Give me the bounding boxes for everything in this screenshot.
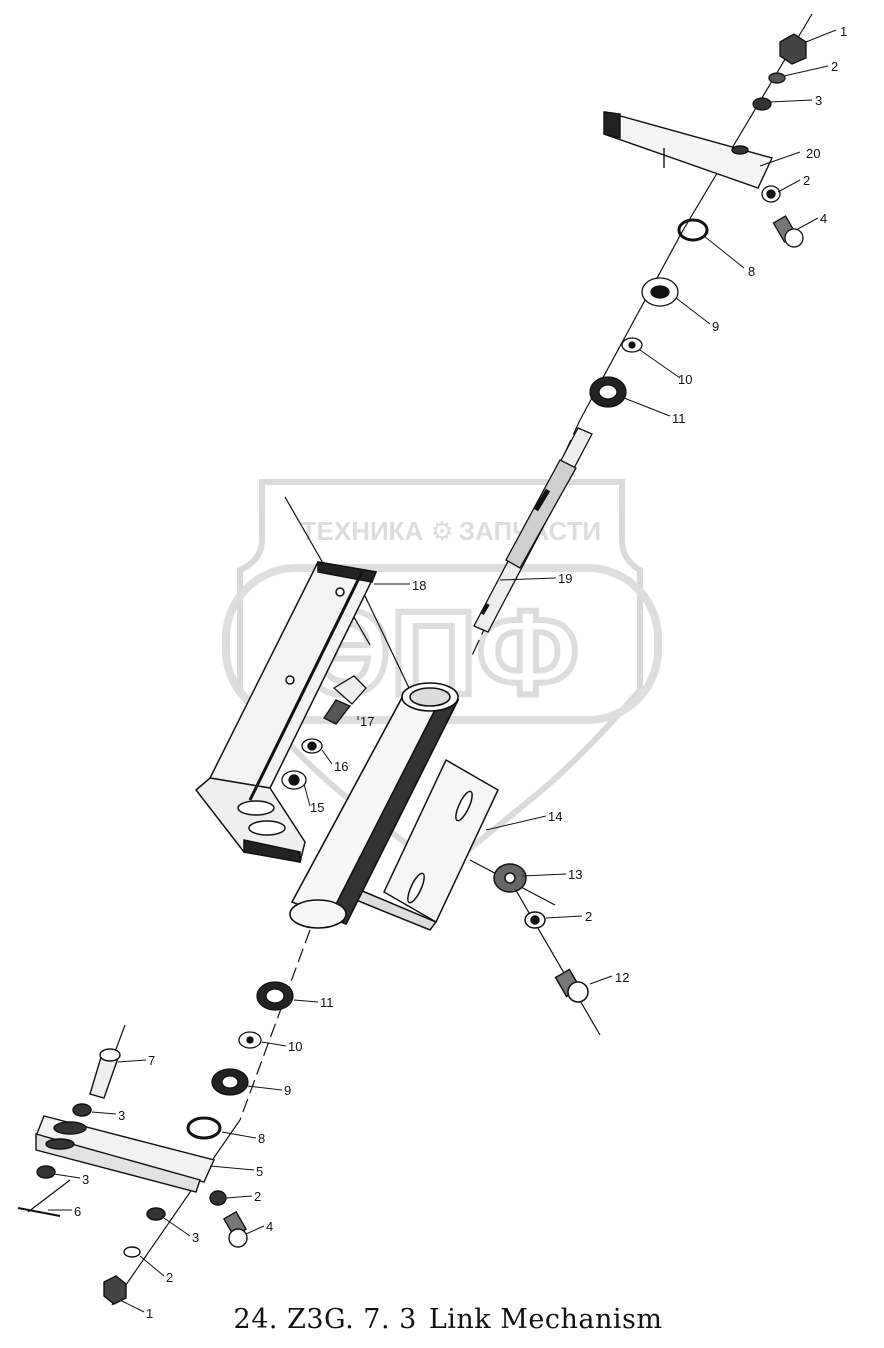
callout-12: 12	[615, 970, 629, 985]
callout-9-lower: 9	[284, 1083, 291, 1098]
callout-6: 6	[74, 1204, 81, 1219]
shaft	[473, 427, 593, 633]
upper-lever	[603, 111, 773, 189]
figure-caption: 24. Z3G. 7. 3 Link Mechanism	[0, 1304, 884, 1335]
callout-16: 16	[334, 759, 348, 774]
callout-4-upper: 4	[820, 211, 827, 226]
bracket-bolt	[281, 675, 367, 790]
lower-lever	[17, 1048, 248, 1305]
callout-7: 7	[148, 1053, 155, 1068]
callout-10-lower: 10	[288, 1039, 302, 1054]
callout-3-top: 3	[815, 93, 822, 108]
callout-1-top: 1	[840, 24, 847, 39]
callout-2-upper: 2	[803, 173, 810, 188]
leader-lines	[48, 29, 837, 1313]
lower-hardware	[186, 981, 294, 1140]
callout-14: 14	[548, 809, 562, 824]
callout-3-bottom: 3	[192, 1230, 199, 1245]
callout-8-upper: 8	[748, 264, 755, 279]
callout-18: 18	[412, 578, 426, 593]
callout-11-upper: 11	[672, 411, 686, 426]
figure-code: 24. Z3G. 7. 3	[233, 1304, 417, 1335]
callout-2-right: 2	[585, 909, 592, 924]
callout-20: 20	[806, 146, 820, 161]
callout-2-top: 2	[831, 59, 838, 74]
callout-8-lower: 8	[258, 1131, 265, 1146]
callout-3-lever: 3	[118, 1108, 125, 1123]
callout-15: 15	[310, 800, 324, 815]
callout-11-lower: 11	[320, 995, 334, 1010]
watermark-gear-icon: ⚙	[430, 517, 453, 547]
callout-10-upper: 10	[678, 372, 692, 387]
callout-1-bottom: 1	[146, 1306, 153, 1321]
left-bracket	[194, 561, 378, 863]
callout-2-bottom: 2	[166, 1270, 173, 1285]
callout-13: 13	[568, 867, 582, 882]
watermark-left-text: ТЕХНИКА	[301, 516, 424, 546]
callout-3-left: 3	[82, 1172, 89, 1187]
callout-2-lower: 2	[254, 1189, 261, 1204]
tube	[289, 682, 460, 929]
callout-9-upper: 9	[712, 319, 719, 334]
figure-title: Link Mechanism	[428, 1304, 663, 1335]
callouts: 1 2 3 20 2 4 8 9 10 11 19 18 17 16 15 14…	[74, 24, 847, 1321]
upper-hardware	[589, 33, 807, 408]
callout-17: 17	[360, 714, 374, 729]
callout-5: 5	[256, 1164, 263, 1179]
callout-4-lower: 4	[266, 1219, 273, 1234]
right-plate	[355, 758, 589, 1003]
callout-19: 19	[558, 571, 572, 586]
